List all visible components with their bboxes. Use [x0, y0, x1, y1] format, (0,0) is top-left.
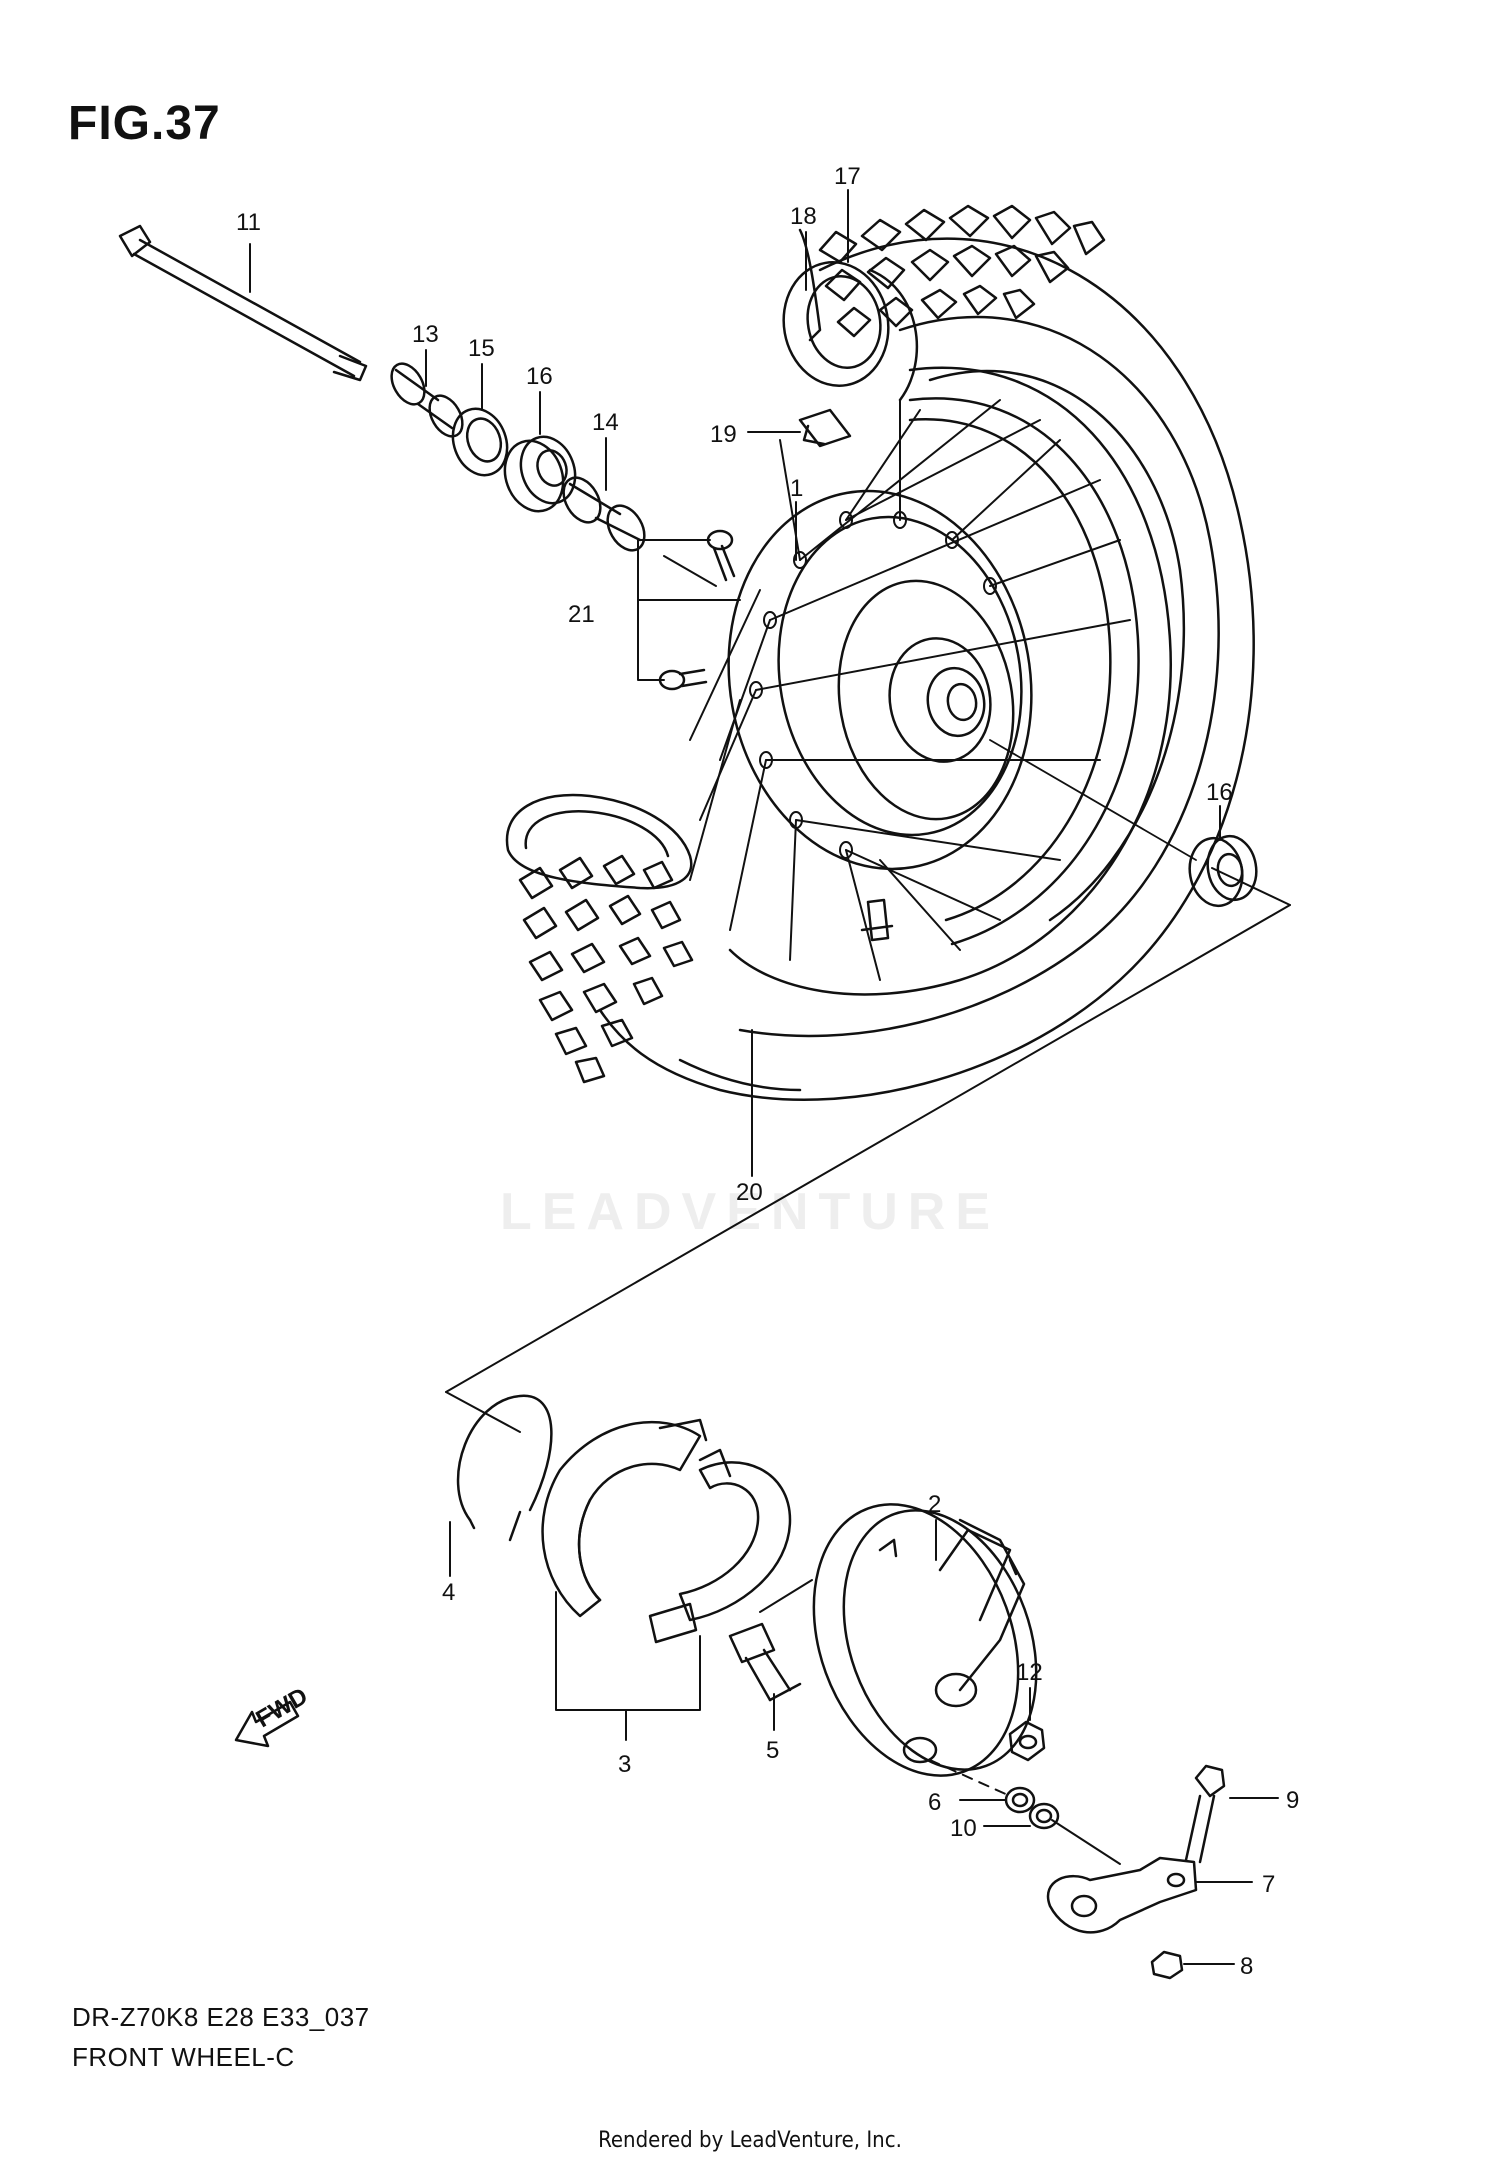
rendered-by-footer: Rendered by LeadVenture, Inc. — [598, 2128, 902, 2153]
brake-panel — [812, 1503, 1038, 1777]
callout-5: 5 — [766, 1737, 779, 1764]
brake-spring — [456, 1394, 553, 1542]
bearing-left — [503, 435, 577, 513]
nut-12 — [1008, 1720, 1046, 1762]
section-name: FRONT WHEEL-C — [72, 2042, 295, 2072]
washer-6 — [1004, 1786, 1036, 1814]
tube-top — [782, 261, 919, 402]
figure-title: FIG.37 — [68, 97, 221, 150]
washer-10 — [1028, 1802, 1060, 1830]
nut-8 — [1150, 1950, 1184, 1980]
spokes — [689, 399, 1131, 981]
callout-15: 15 — [468, 335, 495, 362]
callout-12: 12 — [1016, 1659, 1043, 1686]
callout-9: 9 — [1286, 1787, 1299, 1814]
bolt-9 — [1184, 1764, 1226, 1864]
assembly-frame — [445, 739, 1291, 1433]
callout-16-top: 16 — [526, 363, 553, 390]
callout-17: 17 — [834, 163, 861, 190]
callout-21: 21 — [568, 601, 595, 628]
callout-7: 7 — [1262, 1871, 1275, 1898]
bracket-7 — [1046, 1856, 1198, 1934]
callout-2: 2 — [928, 1491, 941, 1518]
tube-bottom — [505, 793, 693, 890]
oil-seal — [451, 407, 509, 477]
hub — [727, 489, 1033, 871]
callout-4: 4 — [442, 1579, 455, 1606]
callout-1: 1 — [790, 475, 803, 502]
callout-labels: 11 13 15 16 14 17 18 19 1 21 16 20 2 4 1… — [236, 163, 1299, 1980]
model-code: DR-Z70K8 E28 E33_037 — [72, 2002, 370, 2032]
spacer-left — [390, 362, 464, 438]
callout-13: 13 — [412, 321, 439, 348]
watermark: LEADVENTURE — [499, 1183, 1001, 1241]
wheel-rim — [728, 366, 1172, 996]
brake-shoe-right — [648, 1448, 792, 1644]
callout-10: 10 — [950, 1815, 977, 1842]
axle-bolt — [118, 224, 368, 382]
callout-14: 14 — [592, 409, 619, 436]
leader-lines — [249, 189, 1279, 1965]
bearing-right — [1188, 834, 1258, 908]
screw-upper — [706, 529, 736, 582]
fwd-arrow: FWD — [234, 1682, 312, 1748]
callout-8: 8 — [1240, 1953, 1253, 1980]
callout-11: 11 — [236, 209, 261, 236]
brake-shoe-left — [541, 1418, 708, 1618]
callout-19: 19 — [710, 421, 737, 448]
valve-stem — [860, 898, 894, 942]
callout-16-right: 16 — [1206, 779, 1233, 806]
callout-20: 20 — [736, 1179, 763, 1206]
screw-lower — [658, 668, 708, 691]
callout-18: 18 — [790, 203, 817, 230]
rim-lock — [798, 408, 852, 448]
callout-6: 6 — [928, 1789, 941, 1816]
callout-3: 3 — [618, 1751, 631, 1778]
alignment-lines — [929, 1759, 1121, 1865]
